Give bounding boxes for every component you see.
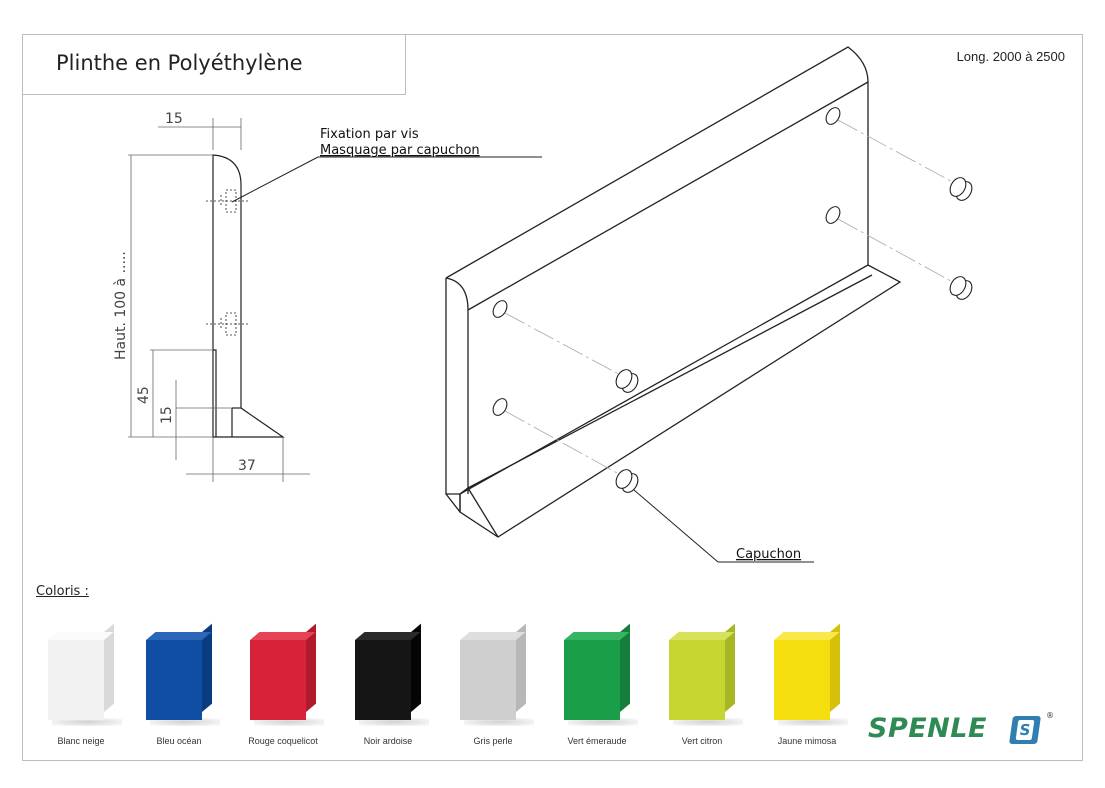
page-title: Plinthe en Polyéthylène [56, 51, 303, 75]
capuchon-note: Capuchon [736, 547, 801, 562]
color-name: Gris perle [473, 736, 513, 746]
cap-4 [949, 276, 973, 300]
iso-left-edge [445, 278, 460, 495]
dim-foot-width: 37 [238, 458, 256, 474]
color-swatch: Vert émeraude [552, 623, 652, 750]
color-block [48, 623, 122, 726]
color-name: Rouge coquelicot [248, 736, 318, 746]
color-name: Vert émeraude [567, 736, 627, 746]
color-swatch: Jaune mimosa [762, 623, 862, 750]
color-name: Noir ardoise [363, 736, 413, 746]
cap-1 [615, 369, 639, 393]
color-swatch: Gris perle [448, 623, 548, 750]
color-swatch: Vert citron [657, 623, 757, 750]
color-block [774, 623, 848, 726]
iso-holes [492, 107, 841, 416]
iso-foot-ridge [467, 274, 873, 489]
color-block [669, 623, 743, 726]
isometric-skirting [445, 46, 902, 538]
cross-section-profile [212, 154, 285, 438]
color-block [564, 623, 638, 726]
color-name: Vert citron [681, 736, 723, 746]
fixation-note: Fixation par vis [320, 127, 419, 142]
iso-front-top [467, 81, 869, 311]
logo-mark-icon: S [1009, 716, 1041, 744]
hole-4 [825, 206, 841, 224]
logo-registered-icon: ® [1046, 711, 1054, 720]
iso-caps [615, 177, 973, 493]
iso-foot-outline [459, 264, 902, 538]
dim-height: Haut. 100 à ..... [113, 251, 129, 360]
color-swatch: Blanc neige [36, 623, 136, 750]
hole-3 [825, 107, 841, 125]
masquage-note: Masquage par capuchon [320, 143, 480, 158]
screw-upper [206, 189, 248, 213]
title-box [22, 34, 406, 95]
iso-front-left [445, 277, 469, 494]
dim-foot-height: 15 [159, 406, 175, 424]
cap-3 [949, 177, 973, 201]
profile-outline [212, 154, 285, 438]
color-swatch: Bleu océan [134, 623, 234, 750]
iso-top-edge [445, 46, 869, 279]
dim-thickness: 15 [165, 111, 183, 127]
cap-2 [615, 469, 639, 493]
logo-text: SPENLE [868, 713, 987, 744]
capuchon-leader [633, 489, 814, 563]
dim-lower-height: 45 [136, 386, 152, 404]
coloris-label: Coloris : [36, 584, 89, 599]
hole-1 [492, 300, 508, 318]
color-block [355, 623, 429, 726]
hole-2 [492, 398, 508, 416]
color-swatch: Rouge coquelicot [238, 623, 338, 750]
color-block [460, 623, 534, 726]
iso-base-corner [445, 493, 461, 513]
length-note: Long. 2000 à 2500 [956, 49, 1065, 64]
dimension-lines [128, 118, 310, 482]
color-name: Blanc neige [57, 736, 105, 746]
color-name: Jaune mimosa [777, 736, 837, 746]
iso-foot-end [459, 487, 499, 538]
color-block [146, 623, 220, 726]
color-block [250, 623, 324, 726]
screw-lower [206, 312, 248, 336]
iso-centerlines [504, 119, 961, 479]
color-swatch: Noir ardoise [343, 623, 443, 750]
color-name: Bleu océan [156, 736, 202, 746]
fixation-leader [231, 156, 542, 203]
